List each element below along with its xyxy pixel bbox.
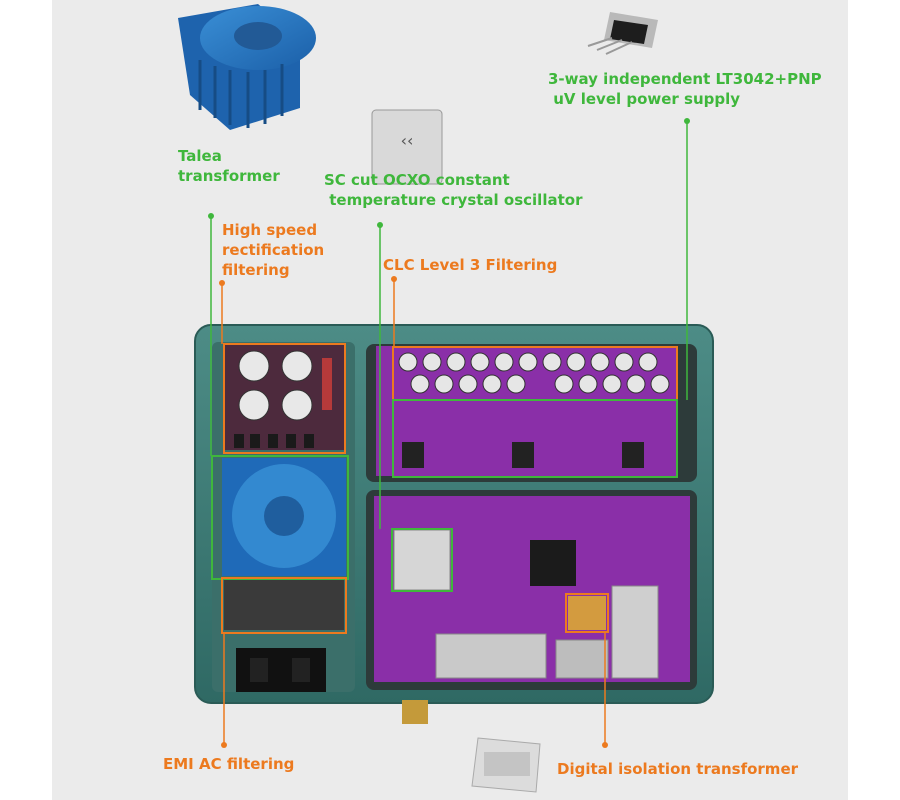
ocxo-module-image: ‹‹ <box>371 109 443 185</box>
ocxo-label: SC cut OCXO constant temperature crystal… <box>324 171 583 209</box>
talea-transformer-label: Talea transformer <box>178 147 280 185</box>
leader-lines <box>208 118 690 748</box>
ac-inlet <box>224 580 344 692</box>
talea-transformer-image <box>178 4 316 130</box>
isolation-highlight <box>565 593 609 633</box>
highlight-boxes <box>211 343 678 634</box>
rectification-highlight <box>223 343 346 454</box>
clc-filtering-label: CLC Level 3 Filtering <box>383 256 558 274</box>
regulator-chip-image <box>587 12 658 55</box>
main-board <box>374 496 690 682</box>
ocxo-highlight <box>391 528 453 592</box>
chassis-transformer <box>222 458 346 576</box>
rectifier-board <box>224 344 344 450</box>
emi-highlight <box>221 577 347 634</box>
ldo-highlight <box>392 399 678 478</box>
svg-text:‹‹: ‹‹ <box>401 131 414 150</box>
isolation-transformer-label: Digital isolation transformer <box>557 760 799 778</box>
isolation-transformer-image <box>471 737 541 793</box>
ldo-power-supply-label: 3-way independent LT3042+PNP uV level po… <box>548 70 822 108</box>
ldo-board <box>376 346 678 476</box>
rectification-label: High speed rectification filtering <box>222 221 325 279</box>
emi-filtering-label: EMI AC filtering <box>163 755 295 773</box>
